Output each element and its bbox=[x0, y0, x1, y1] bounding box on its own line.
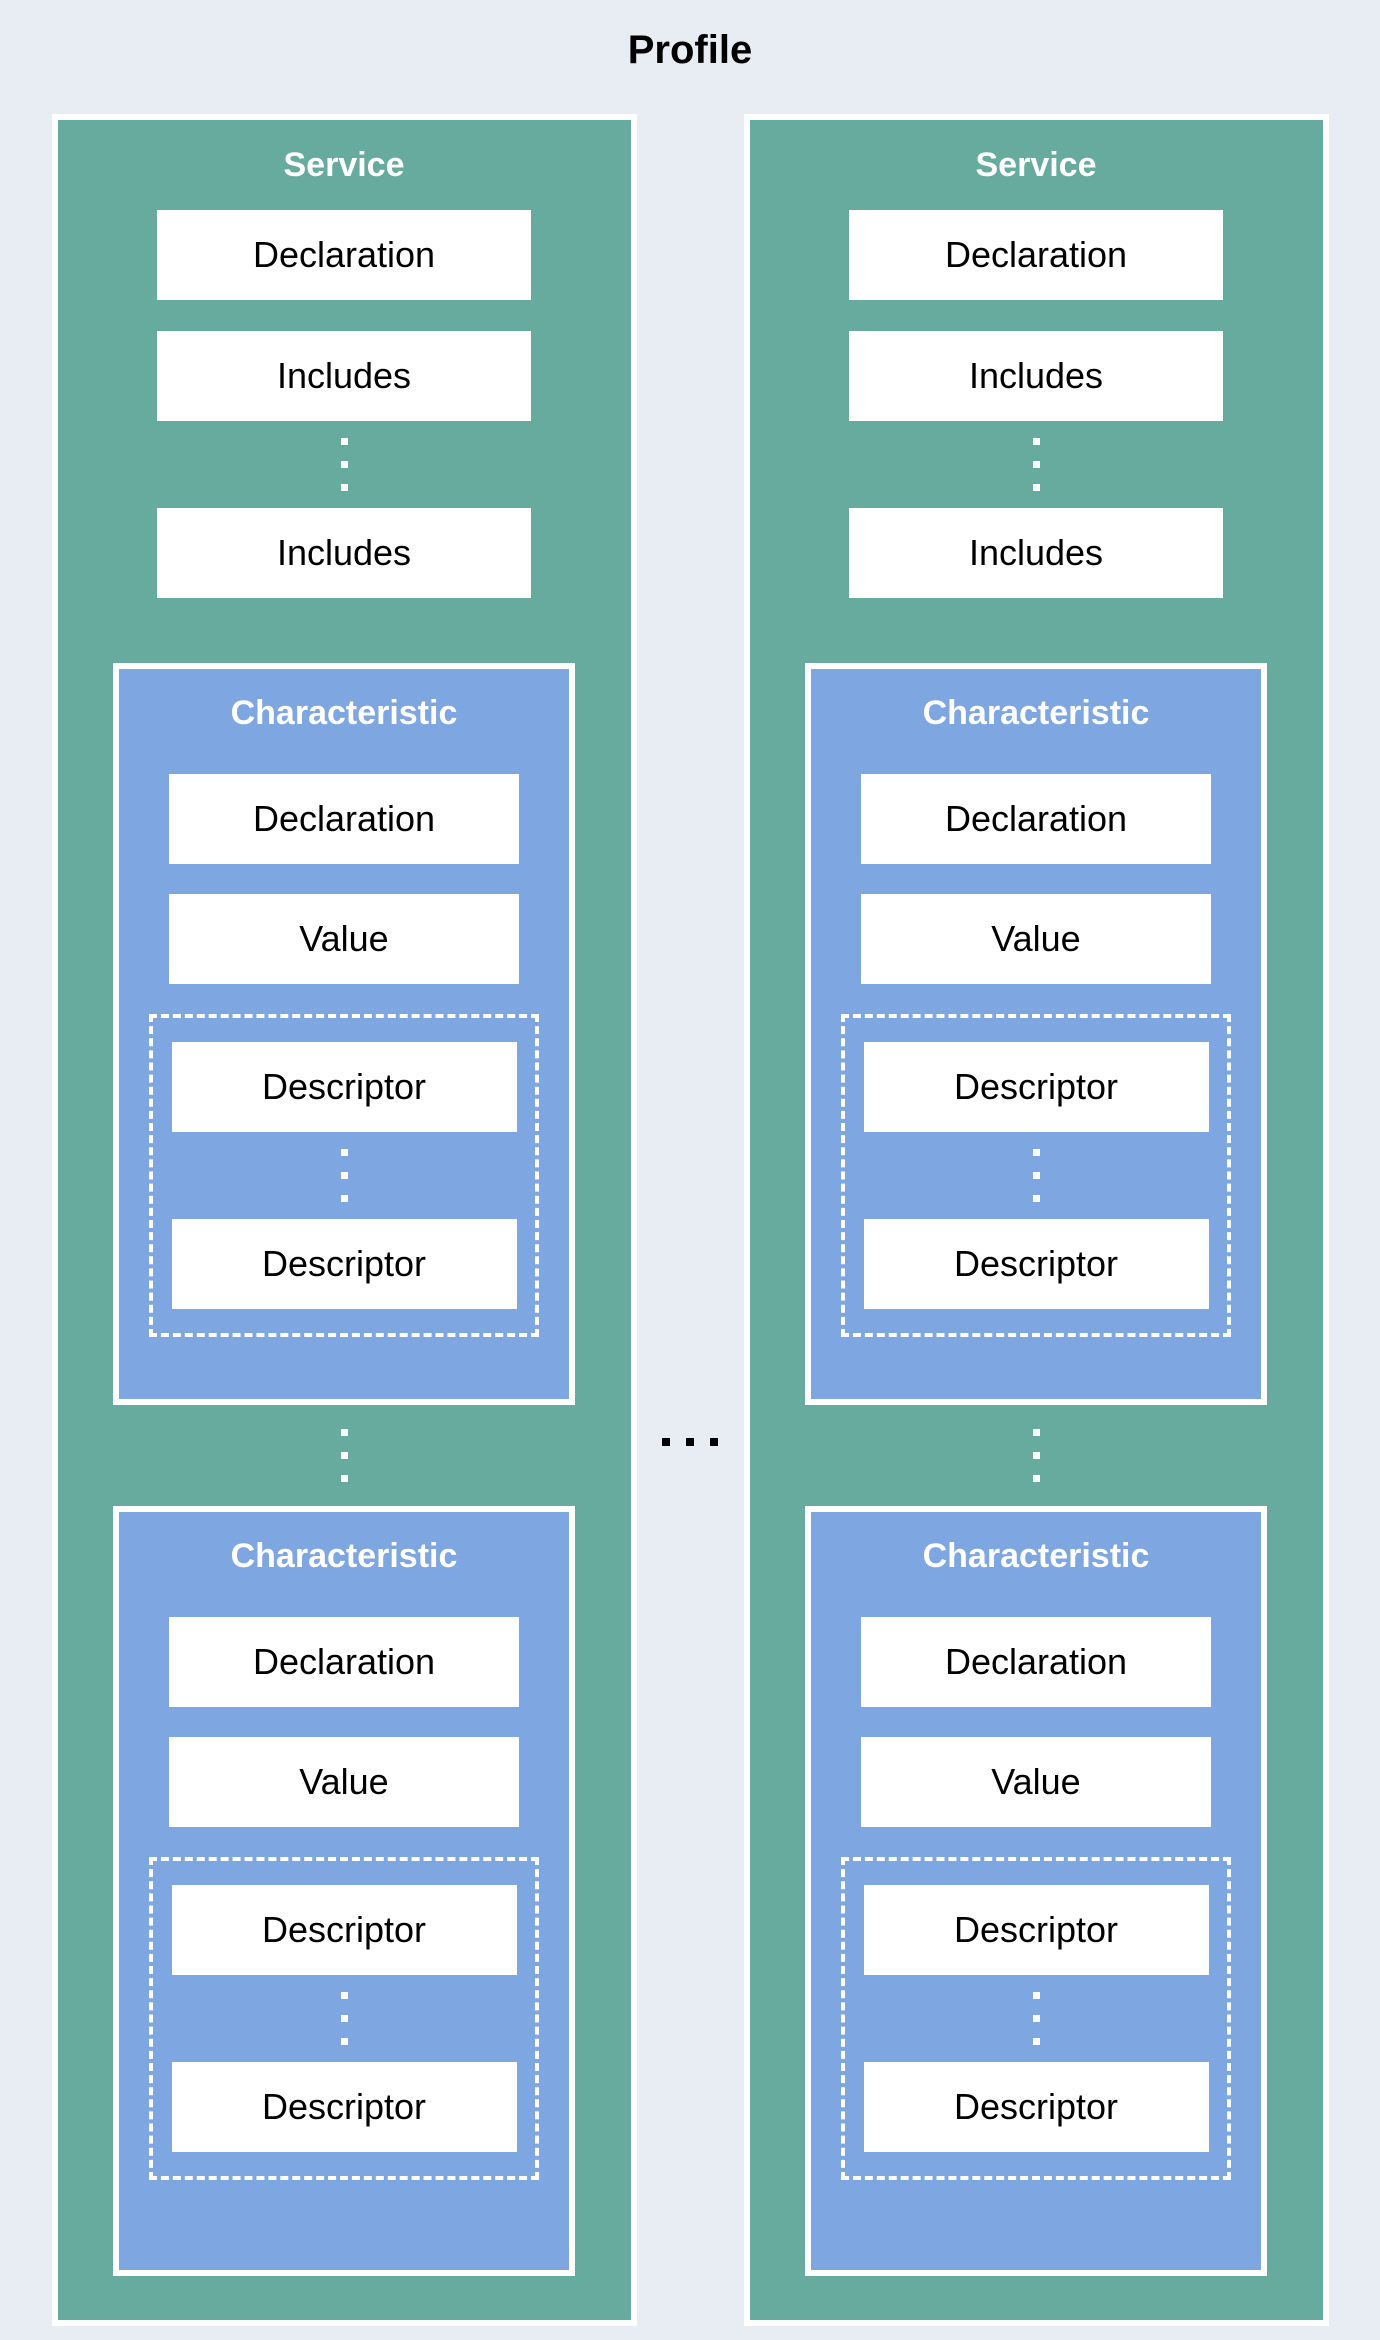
vertical-ellipsis-icon bbox=[340, 1429, 348, 1482]
dot bbox=[1032, 2015, 1040, 2022]
descriptor-box: Descriptor bbox=[171, 2062, 517, 2152]
includes-box: Includes bbox=[157, 508, 531, 598]
dot bbox=[340, 2015, 348, 2022]
service-panel: Service Declaration Includes Includes Ch… bbox=[51, 114, 637, 2326]
includes-box: Includes bbox=[849, 331, 1223, 421]
characteristic-title: Characteristic bbox=[230, 693, 458, 732]
descriptor-group: Descriptor Descriptor bbox=[149, 1857, 539, 2180]
descriptor-box: Descriptor bbox=[171, 1219, 517, 1309]
characteristic-declaration-box: Declaration bbox=[169, 774, 519, 864]
characteristic-value-box: Value bbox=[861, 1737, 1211, 1827]
characteristic-panel: Characteristic Declaration Value Descrip… bbox=[805, 1506, 1267, 2276]
descriptor-box: Descriptor bbox=[863, 1219, 1209, 1309]
dot bbox=[1032, 2038, 1040, 2045]
dot bbox=[340, 438, 348, 445]
characteristic-title: Characteristic bbox=[230, 1536, 458, 1575]
descriptor-group: Descriptor Descriptor bbox=[841, 1014, 1231, 1337]
vertical-ellipsis-icon bbox=[340, 1149, 348, 1202]
dot bbox=[340, 1475, 348, 1482]
vertical-ellipsis-icon bbox=[1032, 1992, 1040, 2045]
characteristic-value-box: Value bbox=[169, 1737, 519, 1827]
descriptor-group: Descriptor Descriptor bbox=[149, 1014, 539, 1337]
vertical-ellipsis-icon bbox=[1032, 438, 1040, 491]
characteristic-declaration-box: Declaration bbox=[861, 1617, 1211, 1707]
dot bbox=[340, 1992, 348, 1999]
vertical-ellipsis-icon bbox=[340, 1992, 348, 2045]
dot bbox=[1032, 1452, 1040, 1459]
descriptor-box: Descriptor bbox=[863, 2062, 1209, 2152]
characteristic-panel: Characteristic Declaration Value Descrip… bbox=[805, 663, 1267, 1405]
descriptor-box: Descriptor bbox=[171, 1885, 517, 1975]
service-declaration-box: Declaration bbox=[157, 210, 531, 300]
dot bbox=[340, 1149, 348, 1156]
characteristic-title: Characteristic bbox=[922, 693, 1150, 732]
dot bbox=[1032, 1149, 1040, 1156]
service-title: Service bbox=[975, 145, 1097, 184]
horizontal-ellipsis-icon bbox=[637, 1438, 744, 1446]
characteristic-value-box: Value bbox=[861, 894, 1211, 984]
dot bbox=[340, 1195, 348, 1202]
dot bbox=[1032, 1172, 1040, 1179]
dot bbox=[662, 1438, 670, 1446]
dot bbox=[340, 484, 348, 491]
includes-box: Includes bbox=[849, 508, 1223, 598]
characteristic-title: Characteristic bbox=[922, 1536, 1150, 1575]
dot bbox=[1032, 1429, 1040, 1436]
services-row: Service Declaration Includes Includes Ch… bbox=[0, 114, 1380, 2326]
service-panel: Service Declaration Includes Includes Ch… bbox=[743, 114, 1329, 2326]
dot bbox=[340, 1172, 348, 1179]
dot bbox=[1032, 1992, 1040, 1999]
service-declaration-box: Declaration bbox=[849, 210, 1223, 300]
vertical-ellipsis-icon bbox=[340, 438, 348, 491]
descriptor-box: Descriptor bbox=[863, 1042, 1209, 1132]
diagram-title: Profile bbox=[627, 28, 753, 72]
vertical-ellipsis-icon bbox=[1032, 1149, 1040, 1202]
descriptor-group: Descriptor Descriptor bbox=[841, 1857, 1231, 2180]
dot bbox=[340, 461, 348, 468]
characteristic-panel: Characteristic Declaration Value Descrip… bbox=[113, 663, 575, 1405]
dot bbox=[340, 1452, 348, 1459]
descriptor-box: Descriptor bbox=[171, 1042, 517, 1132]
descriptor-box: Descriptor bbox=[863, 1885, 1209, 1975]
characteristic-panel: Characteristic Declaration Value Descrip… bbox=[113, 1506, 575, 2276]
vertical-ellipsis-icon bbox=[1032, 1429, 1040, 1482]
dot bbox=[1032, 1195, 1040, 1202]
dot bbox=[1032, 438, 1040, 445]
dot bbox=[1032, 484, 1040, 491]
characteristic-declaration-box: Declaration bbox=[861, 774, 1211, 864]
characteristic-declaration-box: Declaration bbox=[169, 1617, 519, 1707]
dot bbox=[1032, 461, 1040, 468]
service-title: Service bbox=[283, 145, 405, 184]
dot bbox=[1032, 1475, 1040, 1482]
dot bbox=[340, 2038, 348, 2045]
characteristic-value-box: Value bbox=[169, 894, 519, 984]
dot bbox=[710, 1438, 718, 1446]
dot bbox=[340, 1429, 348, 1436]
dot bbox=[686, 1438, 694, 1446]
includes-box: Includes bbox=[157, 331, 531, 421]
